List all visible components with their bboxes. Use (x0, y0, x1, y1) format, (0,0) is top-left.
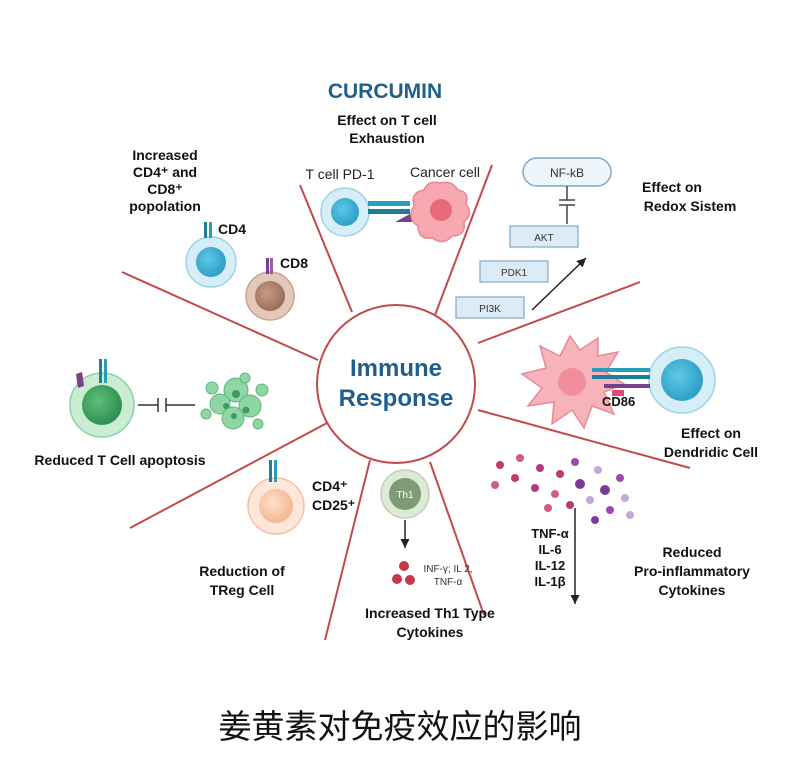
th1-section: Th1 INF-γ; IL 2, TNF-α Increased Th1 Typ… (365, 469, 495, 640)
th1-cytokines-line1: INF-γ; IL 2, (423, 564, 472, 575)
th1-cytokines-line2: TNF-α (434, 577, 463, 588)
cd86-label: CD86 (602, 394, 635, 409)
th1-title-line2: Cytokines (397, 624, 464, 640)
apoptotic-cell-icon (200, 372, 269, 430)
pd1-receptor-icon (368, 201, 410, 206)
figure-caption: 姜黄素对免疫效应的影响 (218, 707, 582, 746)
treg-marker-line2: CD25⁺ (312, 497, 355, 513)
redox-title-line1: Effect on (642, 179, 702, 195)
cd4cd8-title-line2: CD4⁺ and (133, 164, 197, 180)
th1-title-line1: Increased Th1 Type (365, 605, 495, 621)
pdk1-label: PDK1 (501, 268, 528, 279)
proinflammatory-section: TNF-α IL-6 IL-12 IL-1β Reduced Pro-infla… (491, 454, 750, 604)
exhaustion-section: Effect on T cell Exhaustion T cell PD-1 … (306, 112, 480, 243)
center-label-line1: Immune (350, 355, 442, 382)
pdk1-box (479, 260, 549, 283)
cd4-label: CD4 (218, 221, 246, 237)
pi3k-box (455, 296, 525, 319)
th1-cytokine-dots-icon (392, 561, 415, 585)
pi3k-label: PI3K (479, 304, 501, 315)
proinflammatory-title-line1: Reduced (662, 544, 721, 560)
cd4cd8-title-line1: Increased (132, 147, 197, 163)
apoptosis-section: Reduced T Cell apoptosis (34, 359, 269, 468)
th1-cell-label: Th1 (396, 490, 414, 501)
cytokine-il12: IL-12 (535, 558, 565, 573)
cd4cd8-title-line3: CD8⁺ (147, 181, 182, 197)
cancer-cell-label: Cancer cell (410, 164, 480, 180)
exhaustion-title-line2: Exhaustion (349, 130, 424, 146)
cd4cd8-title-line4: popolation (129, 198, 201, 214)
curcumin-title: CURCUMIN (328, 80, 442, 103)
tcell-pd1-label: T cell PD-1 (306, 166, 375, 182)
center-circle: Immune Response (316, 304, 476, 464)
redox-title-line2: Redox Sistem (644, 198, 737, 214)
divider-lines (121, 164, 691, 641)
treg-title-line2: TReg Cell (210, 582, 275, 598)
nfkb-label: NF-kB (550, 166, 584, 180)
exhaustion-title-line1: Effect on T cell (337, 112, 437, 128)
treg-title-line1: Reduction of (199, 563, 285, 579)
redox-arrow (531, 257, 587, 311)
dendritic-section: CD86 Effect on Dendridic Cell (520, 334, 758, 460)
akt-label: AKT (534, 233, 553, 244)
dendritic-title-line2: Dendridic Cell (664, 444, 758, 460)
apoptosis-title: Reduced T Cell apoptosis (34, 452, 205, 468)
treg-section: CD4⁺ CD25⁺ Reduction of TReg Cell (199, 460, 355, 598)
cytokine-tnf-alpha: TNF-α (531, 526, 569, 541)
cytokine-cloud-icon (491, 454, 634, 524)
cytokine-il1b: IL-1β (534, 574, 565, 589)
cytokine-il6: IL-6 (538, 542, 561, 557)
dendritic-title-line1: Effect on (681, 425, 741, 441)
cd8-label: CD8 (280, 255, 308, 271)
proinflammatory-title-line2: Pro-inflammatory (634, 563, 750, 579)
cd4-cd8-section: Increased CD4⁺ and CD8⁺ popolation CD4 C… (129, 147, 308, 321)
akt-box (509, 225, 579, 248)
treg-marker-line1: CD4⁺ (312, 478, 347, 494)
proinflammatory-title-line3: Cytokines (659, 582, 726, 598)
redox-section: Effect on Redox Sistem NF-kB AKT PDK1 PI… (455, 157, 737, 319)
center-label-line2: Response (339, 385, 454, 412)
